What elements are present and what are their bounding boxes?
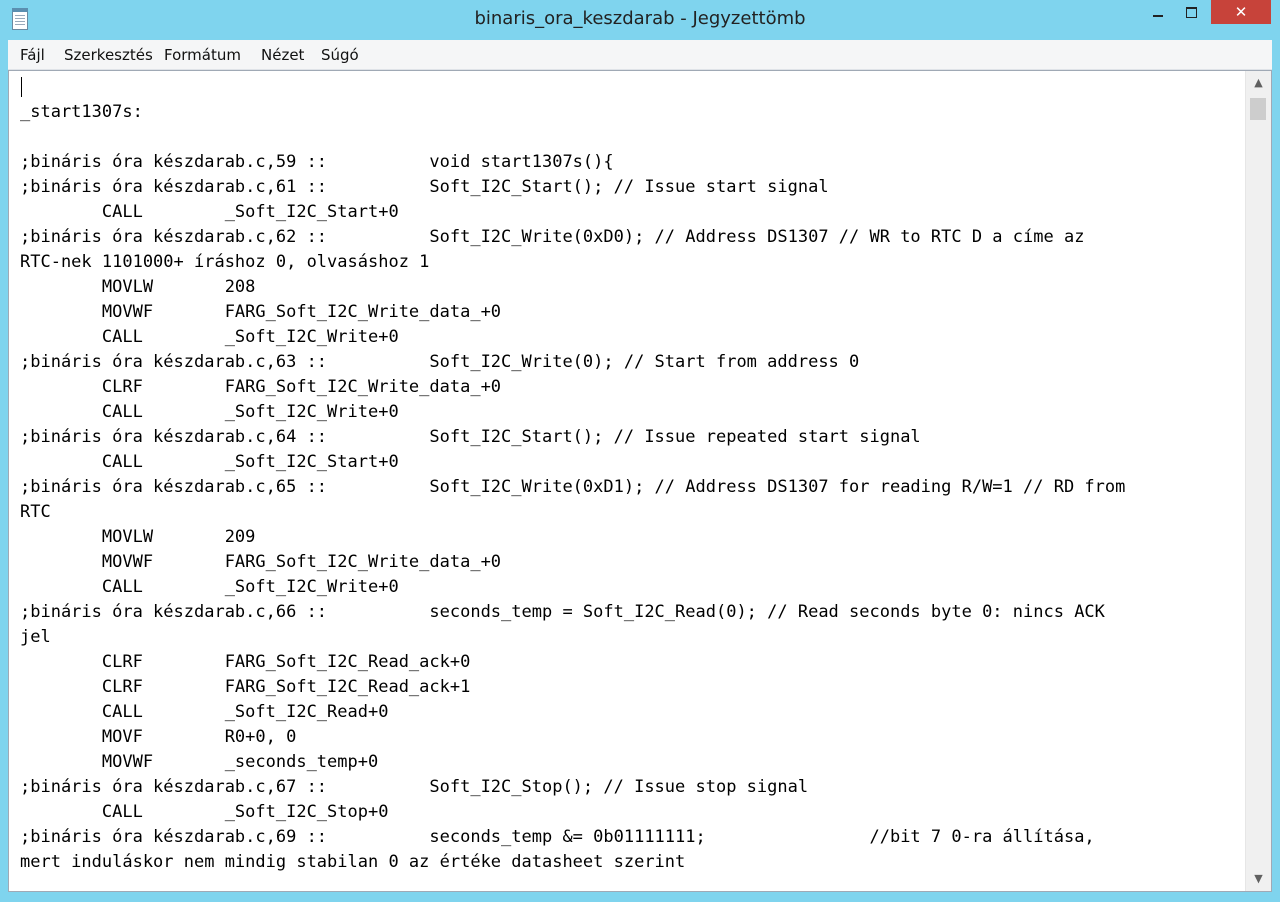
editor-line: mert induláskor nem mindig stabilan 0 az… xyxy=(20,852,686,872)
menu-file[interactable]: Fájl xyxy=(20,46,45,64)
close-icon: ✕ xyxy=(1234,3,1248,21)
editor-line: CALL _Soft_I2C_Write+0 xyxy=(20,402,399,422)
editor-line: CALL _Soft_I2C_Stop+0 xyxy=(20,802,389,822)
editor-line: ;bináris óra készdarab.c,62 :: Soft_I2C_… xyxy=(20,227,1085,247)
editor-line: MOVWF FARG_Soft_I2C_Write_data_+0 xyxy=(20,552,502,572)
editor-line: RTC-nek 1101000+ íráshoz 0, olvasáshoz 1 xyxy=(20,252,430,272)
editor-line: CLRF FARG_Soft_I2C_Read_ack+1 xyxy=(20,677,471,697)
editor-line xyxy=(20,75,1125,100)
editor-line: _start1307s: xyxy=(20,102,143,122)
editor-line: ;bináris óra készdarab.c,64 :: Soft_I2C_… xyxy=(20,427,921,447)
editor-line: ;bináris óra készdarab.c,65 :: Soft_I2C_… xyxy=(20,477,1126,497)
scroll-up-icon[interactable]: ▲ xyxy=(1254,76,1263,89)
editor-line: MOVWF _seconds_temp+0 xyxy=(20,752,379,772)
editor-line xyxy=(20,125,1125,150)
vertical-scrollbar[interactable]: ▲ ▼ xyxy=(1245,71,1271,891)
editor-content[interactable]: _start1307s: ;bináris óra készdarab.c,59 … xyxy=(20,75,1125,875)
scroll-down-icon[interactable]: ▼ xyxy=(1254,872,1263,885)
editor-line: CALL _Soft_I2C_Write+0 xyxy=(20,577,399,597)
editor-line: ;bináris óra készdarab.c,59 :: void star… xyxy=(20,152,614,172)
editor-line: RTC xyxy=(20,502,51,522)
menu-format[interactable]: Formátum xyxy=(164,46,241,64)
editor-line: jel xyxy=(20,627,51,647)
notepad-app-icon[interactable] xyxy=(12,8,28,30)
title-bar[interactable]: binaris_ora_keszdarab - Jegyzettömb ✕ xyxy=(0,0,1280,40)
menu-edit[interactable]: Szerkesztés xyxy=(64,46,153,64)
editor-line: CALL _Soft_I2C_Start+0 xyxy=(20,452,399,472)
editor-line: MOVF R0+0, 0 xyxy=(20,727,297,747)
editor-line: CLRF FARG_Soft_I2C_Write_data_+0 xyxy=(20,377,502,397)
editor-line: ;bináris óra készdarab.c,67 :: Soft_I2C_… xyxy=(20,777,809,797)
editor-line: ;bináris óra készdarab.c,66 :: seconds_t… xyxy=(20,602,1105,622)
editor-line: CALL _Soft_I2C_Write+0 xyxy=(20,327,399,347)
close-button[interactable]: ✕ xyxy=(1211,0,1271,24)
maximize-button[interactable] xyxy=(1177,1,1206,23)
maximize-icon xyxy=(1186,6,1197,18)
minimize-button[interactable] xyxy=(1143,1,1172,23)
editor-line: MOVLW 209 xyxy=(20,527,256,547)
menu-help[interactable]: Súgó xyxy=(321,46,359,64)
editor-line: MOVWF FARG_Soft_I2C_Write_data_+0 xyxy=(20,302,502,322)
menu-bar: Fájl Szerkesztés Formátum Nézet Súgó xyxy=(8,40,1272,70)
editor-line: CALL _Soft_I2C_Start+0 xyxy=(20,202,399,222)
editor-line: ;bináris óra készdarab.c,61 :: Soft_I2C_… xyxy=(20,177,829,197)
editor-line: ;bináris óra készdarab.c,63 :: Soft_I2C_… xyxy=(20,352,860,372)
scroll-thumb[interactable] xyxy=(1250,98,1266,120)
text-caret xyxy=(21,77,22,97)
menu-view[interactable]: Nézet xyxy=(261,46,305,64)
editor-line: CALL _Soft_I2C_Read+0 xyxy=(20,702,389,722)
minimize-icon xyxy=(1152,15,1163,17)
editor-line: MOVLW 208 xyxy=(20,277,256,297)
editor-line: ;bináris óra készdarab.c,69 :: seconds_t… xyxy=(20,827,1095,847)
text-editor[interactable]: _start1307s: ;bináris óra készdarab.c,59 … xyxy=(8,70,1272,892)
editor-line: CLRF FARG_Soft_I2C_Read_ack+0 xyxy=(20,652,471,672)
window-title: binaris_ora_keszdarab - Jegyzettömb xyxy=(474,8,806,29)
